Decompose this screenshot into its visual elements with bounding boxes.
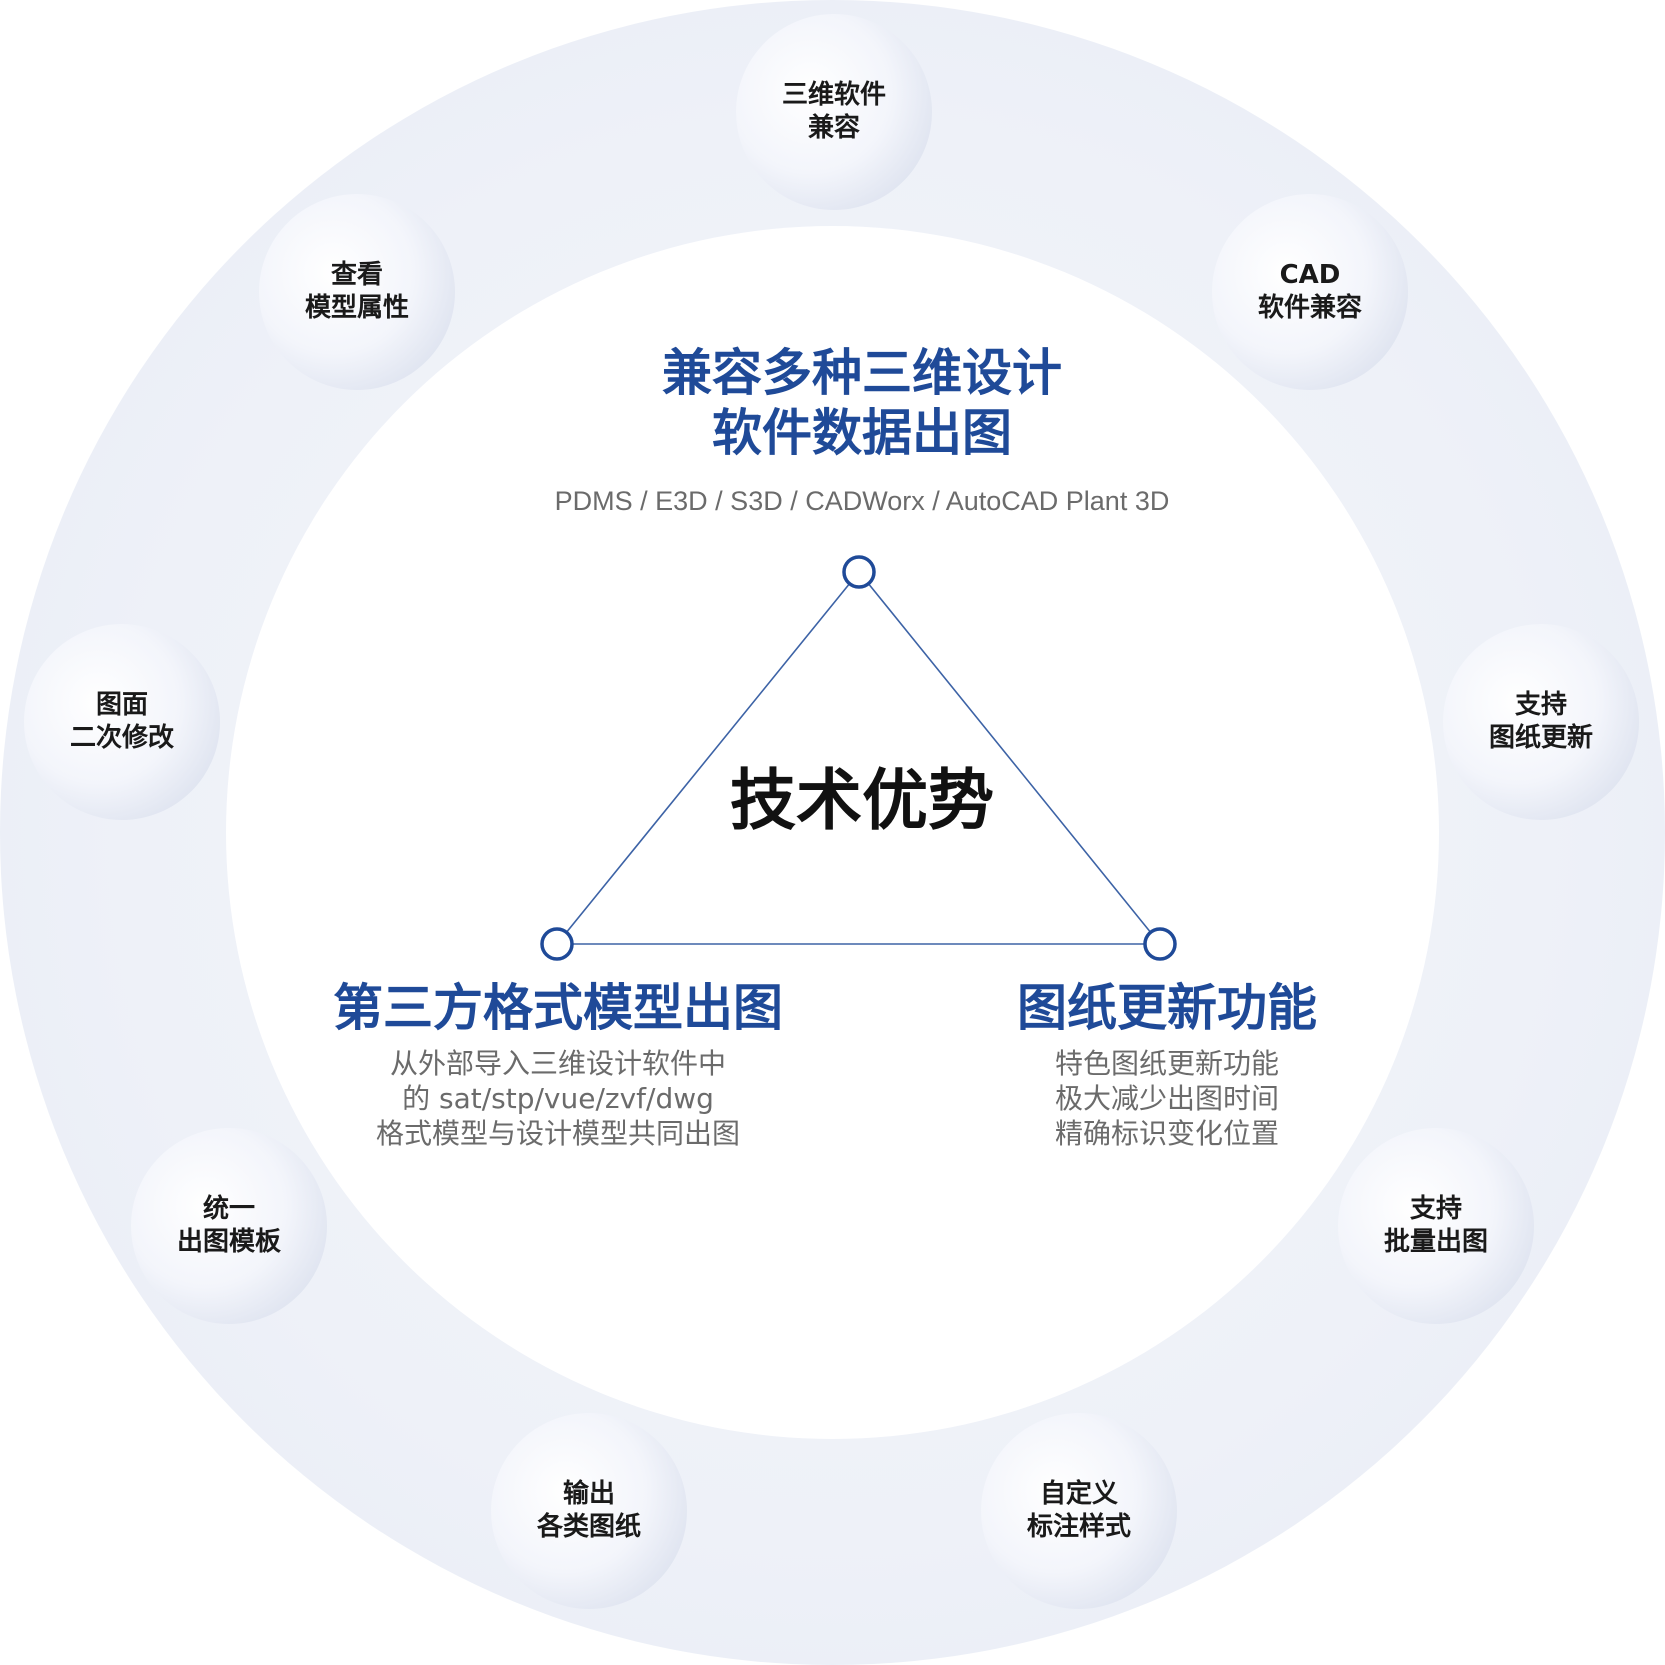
feature-label: 出图模板 <box>176 1227 281 1257</box>
software-list: PDMS / E3D / S3D / CADWorx / AutoCAD Pla… <box>554 486 1170 516</box>
feature-label: 支持 <box>1514 690 1567 720</box>
left-desc-line1: 从外部导入三维设计软件中 <box>389 1047 726 1080</box>
triangle-outline <box>555 570 1162 945</box>
feature-label: 标注样式 <box>1026 1512 1131 1542</box>
right-desc-line2: 极大减少出图时间 <box>1054 1082 1279 1115</box>
feature-label: 批量出图 <box>1383 1227 1488 1257</box>
left-desc-line3: 格式模型与设计模型共同出图 <box>375 1117 740 1150</box>
right-title: 图纸更新功能 <box>1017 979 1317 1037</box>
top-node-icon <box>842 555 876 589</box>
left-title: 第三方格式模型出图 <box>333 979 783 1037</box>
feature-bubble-batch-output: 支持 批量出图 <box>1338 1128 1534 1324</box>
feature-label: 查看 <box>330 260 383 290</box>
feature-label: 各类图纸 <box>536 1512 641 1542</box>
right-desc-line1: 特色图纸更新功能 <box>1054 1047 1279 1080</box>
feature-label: 图纸更新 <box>1488 723 1593 753</box>
feature-bubble-3d-compat: 三维软件 兼容 <box>736 14 932 210</box>
right-desc-line3: 精确标识变化位置 <box>1054 1117 1279 1150</box>
right-node-icon <box>1143 927 1177 961</box>
feature-label: 兼容 <box>807 113 860 143</box>
feature-bubble-drawing-edit: 图面 二次修改 <box>24 624 220 820</box>
feature-bubble-output-drawings: 输出 各类图纸 <box>491 1413 687 1609</box>
left-desc-line2: 的 sat/stp/vue/zvf/dwg <box>402 1082 714 1115</box>
inner-circle <box>226 226 1439 1439</box>
left-node-icon <box>540 927 574 961</box>
feature-label: 模型属性 <box>304 293 409 323</box>
feature-bubble-cad-compat: CAD 软件兼容 <box>1212 194 1408 390</box>
top-title-line2: 软件数据出图 <box>712 404 1012 462</box>
feature-label: 图面 <box>95 690 148 720</box>
feature-bubble-custom-dimension: 自定义 标注样式 <box>981 1413 1177 1609</box>
center-title: 技术优势 <box>730 762 994 839</box>
feature-bubble-unified-template: 统一 出图模板 <box>131 1128 327 1324</box>
feature-bubble-drawing-update: 支持 图纸更新 <box>1443 624 1639 820</box>
top-title-line1: 兼容多种三维设计 <box>662 344 1062 402</box>
feature-label: 二次修改 <box>69 723 174 753</box>
feature-label: 三维软件 <box>781 80 886 110</box>
feature-label: 输出 <box>562 1479 615 1509</box>
feature-bubble-model-properties: 查看 模型属性 <box>259 194 455 390</box>
feature-label: 支持 <box>1409 1194 1462 1224</box>
feature-label: 软件兼容 <box>1257 293 1362 323</box>
feature-label: CAD <box>1279 260 1341 290</box>
feature-label: 统一 <box>202 1194 255 1224</box>
feature-label: 自定义 <box>1039 1479 1118 1509</box>
